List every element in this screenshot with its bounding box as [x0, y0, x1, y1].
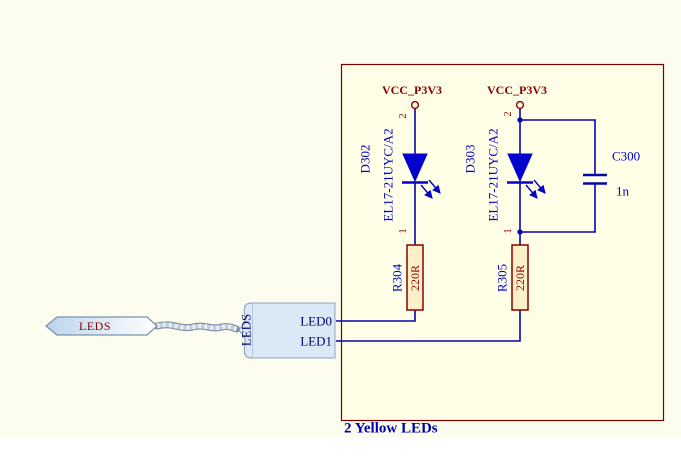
harness-type-label: LEDS: [238, 313, 254, 347]
harness-signal-led1: LED1: [300, 333, 332, 349]
value-r304: 220R: [408, 264, 422, 292]
designator-r304: R304: [389, 263, 405, 293]
designator-c300: C300: [612, 148, 641, 164]
harness-cable[interactable]: [153, 321, 240, 333]
pin-number-bottom-d302: 1: [397, 228, 409, 234]
sheet-bottom-margin: [0, 438, 681, 475]
block-title: 2 Yellow LEDs: [344, 420, 438, 437]
led-triangle: [507, 153, 533, 183]
power-pin-circle-left[interactable]: [410, 100, 420, 110]
vcc-label-left: VCC_P3V3: [382, 83, 442, 97]
wire-res-right-to-led1[interactable]: [336, 310, 521, 342]
junction-dot: [517, 117, 523, 123]
led-emission-arrow: [428, 179, 441, 194]
port-leds-label: LEDS: [79, 319, 111, 333]
part-number-d303: EL17-21UYC/A2: [485, 128, 501, 222]
led-emission-arrow: [420, 184, 433, 199]
harness-signal-led0: LED0: [300, 313, 332, 329]
wires[interactable]: [336, 108, 596, 342]
block-border[interactable]: [340, 63, 665, 422]
port-leds-shape[interactable]: [44, 316, 158, 336]
led-d302-symbol[interactable]: [402, 153, 441, 199]
vcc-label-right: VCC_P3V3: [487, 83, 547, 97]
led-emission-arrow: [533, 179, 546, 194]
designator-r305: R305: [494, 263, 510, 293]
value-r305: 220R: [513, 264, 527, 292]
harness-box: [251, 302, 336, 359]
designator-d303: D303: [462, 144, 478, 174]
cable-braid: [156, 322, 238, 332]
led-triangle: [402, 153, 428, 183]
harness-connector[interactable]: [234, 302, 336, 359]
pin-number-top-d303: 2: [502, 111, 514, 117]
power-pin-circle-right[interactable]: [515, 100, 525, 110]
value-c300: 1n: [616, 183, 629, 199]
wire-res-left-to-led0[interactable]: [336, 310, 416, 322]
junction-dot: [517, 229, 523, 235]
capacitor-c300-symbol[interactable]: [583, 173, 607, 185]
led-d303-symbol[interactable]: [507, 153, 546, 199]
part-number-d302: EL17-21UYC/A2: [380, 128, 396, 222]
pin-number-bottom-d303: 1: [502, 228, 514, 234]
pin-number-top-d302: 2: [397, 113, 409, 119]
led-emission-arrow: [525, 184, 538, 199]
resistor-r305-body[interactable]: [511, 244, 529, 311]
wire-cap-top-branch[interactable]: [520, 119, 596, 174]
resistor-r304-body[interactable]: [406, 244, 424, 311]
designator-d302: D302: [357, 144, 373, 174]
wire-cap-bottom-branch[interactable]: [520, 184, 596, 233]
